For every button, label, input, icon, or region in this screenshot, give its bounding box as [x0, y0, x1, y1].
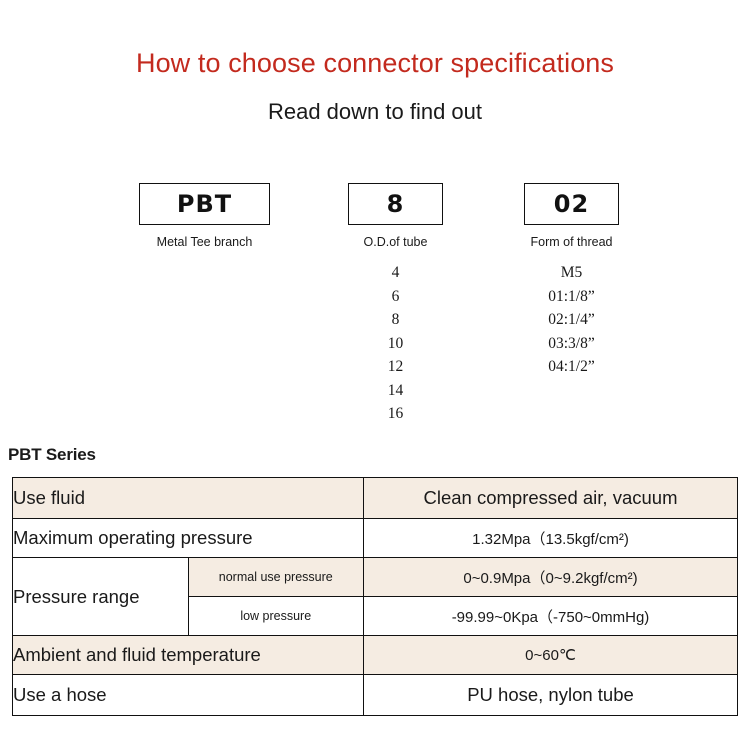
page-title: How to choose connector specifications — [135, 48, 615, 78]
spec-row-value-text: PU hose, nylon tube — [467, 684, 634, 705]
code-options-tube-od: 4 6 8 10 12 14 16 — [348, 261, 443, 426]
spec-row-label: Ambient and fluid temperature — [12, 635, 364, 675]
spec-row-value-text: Clean compressed air, vacuum — [423, 487, 678, 508]
code-option: 14 — [387, 381, 404, 399]
spec-row-value-text: 1.32Mpa（13.5kgf/cm²) — [472, 530, 629, 548]
code-option: 16 — [387, 405, 404, 423]
code-option: 8 — [391, 311, 400, 329]
spec-row-label-text: Maximum operating pressure — [13, 527, 253, 548]
spec-row-sublabel-text: normal use pressure — [218, 570, 333, 584]
spec-row-value-text: 0~60℃ — [525, 647, 576, 664]
code-column-thread-form: 02 Form of thread M5 01:1/8” 02:1/4” 03:3/8… — [524, 183, 619, 379]
spec-row-value: 0~60℃ — [363, 635, 738, 675]
code-option: 01:1/8” — [548, 287, 595, 305]
spec-row-value-text: -99.99~0Kpa（-750~0mmHg) — [451, 608, 650, 626]
spec-row-label: Use a hose — [12, 674, 364, 716]
spec-table-row: low pressure -99.99~0Kpa（-750~0mmHg) — [13, 596, 738, 636]
code-option: M5 — [560, 264, 583, 281]
series-label: PBT Series — [8, 445, 96, 464]
spec-row-value: PU hose, nylon tube — [363, 674, 738, 716]
spec-row-sublabel: low pressure — [187, 596, 364, 636]
part-code-diagram: PBT Metal Tee branch 8 O.D.of tube 4 6 8 10… — [139, 183, 619, 426]
page-subtitle: Read down to find out — [267, 99, 483, 124]
spec-row-label-text: Ambient and fluid temperature — [13, 644, 261, 665]
spec-row-label-text: Use fluid — [13, 487, 85, 508]
code-column-tube-od: 8 O.D.of tube 4 6 8 10 12 14 16 — [348, 183, 443, 426]
spec-row-label: Maximum operating pressure — [12, 518, 364, 558]
code-box-thread-form: 02 — [524, 183, 619, 225]
spec-table-row: Pressure range normal use pressure 0~0.9Mp… — [12, 557, 738, 636]
code-box-series-value: PBT — [176, 190, 233, 218]
spec-table-row: Use a hose PU hose, nylon tube — [12, 674, 738, 716]
spec-row-sublabel: normal use pressure — [187, 557, 364, 597]
spec-row-value-text: 0~0.9Mpa（0~9.2kgf/cm²) — [463, 569, 638, 587]
spec-row-value: -99.99~0Kpa（-750~0mmHg) — [363, 596, 738, 636]
code-caption-series: Metal Tee branch — [156, 235, 253, 249]
code-option: 4 — [391, 264, 400, 281]
code-box-tube-od: 8 — [348, 183, 443, 225]
code-options-thread-form: M5 01:1/8” 02:1/4” 03:3/8” 04:1/2” — [524, 261, 619, 379]
spec-row-label: Use fluid — [12, 477, 364, 519]
spec-row-value: Clean compressed air, vacuum — [363, 477, 738, 519]
spec-table-row: Maximum operating pressure 1.32Mpa（13.5kg… — [12, 518, 738, 558]
code-box-thread-form-value: 02 — [553, 190, 590, 218]
code-box-series: PBT — [139, 183, 270, 225]
spec-row-label-text: Pressure range — [13, 585, 140, 607]
code-option: 04:1/2” — [548, 358, 595, 376]
code-option: 10 — [387, 334, 404, 352]
spec-table-row: Ambient and fluid temperature 0~60℃ — [12, 635, 738, 675]
spec-table-row: Use fluid Clean compressed air, vacuum — [12, 477, 738, 519]
spec-row-value: 1.32Mpa（13.5kgf/cm²) — [363, 518, 738, 558]
code-option: 03:3/8” — [548, 334, 595, 352]
code-caption-tube-od: O.D.of tube — [363, 235, 428, 249]
code-box-tube-od-value: 8 — [386, 190, 405, 218]
spec-row-label: Pressure range — [12, 557, 189, 636]
code-option: 12 — [387, 358, 404, 376]
code-caption-thread-form: Form of thread — [530, 235, 613, 249]
code-column-series: PBT Metal Tee branch — [139, 183, 270, 261]
spec-row-label-text: Use a hose — [13, 684, 107, 705]
spec-row-value: 0~0.9Mpa（0~9.2kgf/cm²) — [363, 557, 738, 597]
code-option: 02:1/4” — [548, 311, 595, 329]
spec-row-sublabel-text: low pressure — [240, 609, 312, 623]
code-option: 6 — [391, 287, 400, 305]
